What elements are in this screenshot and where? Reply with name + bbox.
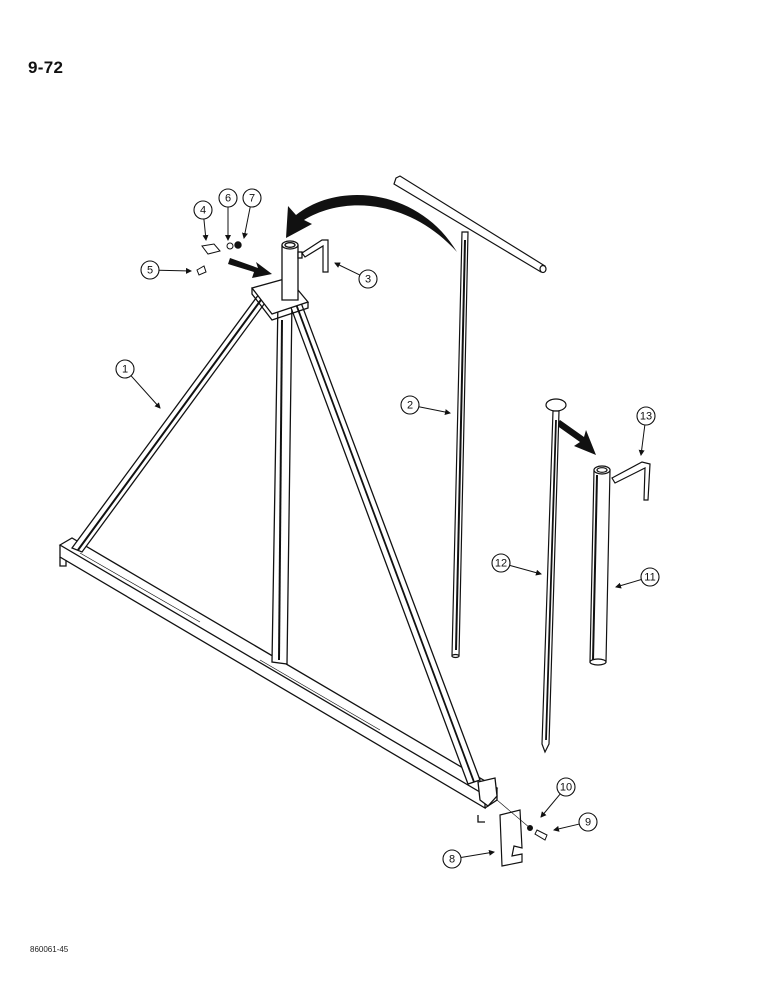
callout-7: 7 — [242, 188, 262, 239]
callout-8: 8 — [442, 849, 495, 869]
callout-5: 5 — [140, 260, 192, 280]
callout-circle — [140, 260, 160, 280]
callout-leader-line — [158, 267, 192, 274]
callout-leader-line — [540, 793, 561, 818]
callout-6: 6 — [218, 188, 238, 241]
callout-number: 1 — [122, 364, 128, 376]
callout-2: 2 — [400, 395, 451, 415]
callout-leader-line — [460, 849, 495, 859]
l-pin-13 — [611, 461, 651, 501]
assembly-arrows — [228, 194, 596, 455]
callout-number: 2 — [407, 400, 413, 412]
callout-10: 10 — [540, 777, 576, 818]
callout-number: 9 — [585, 817, 591, 829]
page-number: 9-72 — [28, 58, 64, 77]
callout-number: 8 — [449, 854, 455, 866]
hardware-4-7 — [196, 241, 242, 276]
callout-leader-line — [334, 262, 361, 276]
callout-number: 13 — [640, 411, 652, 423]
callout-circle — [442, 849, 462, 869]
callout-circle — [636, 406, 656, 426]
t-handle-2 — [393, 175, 547, 659]
callout-9: 9 — [553, 812, 598, 832]
callout-circle — [400, 395, 420, 415]
plate-8 — [496, 799, 531, 867]
stake-12 — [541, 398, 567, 754]
callout-circle — [115, 359, 135, 379]
callout-circle — [578, 812, 598, 832]
callout-3: 3 — [334, 262, 378, 289]
callout-leader-line — [509, 564, 542, 576]
callout-circle — [556, 777, 576, 797]
callout-leader-line — [615, 579, 642, 589]
callout-circle — [640, 567, 660, 587]
callout-circle — [358, 269, 378, 289]
callout-number: 12 — [495, 558, 507, 570]
l-pin-3 — [301, 239, 329, 273]
callout-leader-line — [638, 424, 646, 456]
a-frame-stand — [58, 240, 499, 823]
callout-circle — [193, 200, 213, 220]
callout-leader-line — [242, 206, 251, 239]
callout-number: 4 — [200, 205, 206, 217]
callout-11: 11 — [615, 567, 660, 589]
callout-circle — [218, 188, 238, 208]
callout-leader-line — [553, 823, 580, 832]
callout-number: 11 — [644, 572, 655, 584]
callout-4: 4 — [193, 200, 213, 241]
callout-number: 7 — [249, 193, 255, 205]
callout-number: 10 — [560, 782, 572, 794]
callout-number: 6 — [225, 193, 231, 205]
callout-1: 1 — [115, 359, 161, 409]
callout-13: 13 — [636, 406, 656, 456]
callout-leader-line — [130, 375, 161, 409]
figure-code: 860061-45 — [30, 945, 69, 954]
callout-number: 5 — [147, 265, 153, 277]
callout-12: 12 — [491, 553, 542, 576]
callout-leader-line — [202, 218, 209, 241]
tube-11 — [589, 465, 611, 666]
bolt-9-washer-10 — [527, 825, 548, 841]
callout-number: 3 — [365, 274, 371, 286]
callout-circle — [242, 188, 262, 208]
callout-leader-line — [418, 406, 451, 415]
callout-circle — [491, 553, 511, 573]
